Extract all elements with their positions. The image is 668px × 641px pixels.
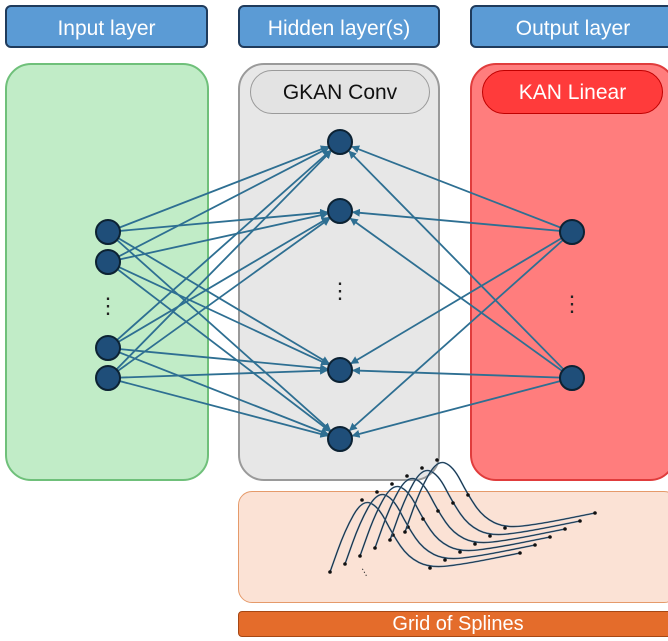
spline-knot bbox=[473, 542, 477, 546]
input-ellipsis: ⋮ bbox=[97, 293, 119, 318]
spline-curve-outline bbox=[404, 462, 596, 533]
edge-input-hidden bbox=[107, 208, 329, 233]
edge-input-hidden bbox=[107, 150, 332, 379]
hidden-node bbox=[327, 129, 353, 155]
edge-input-hidden bbox=[107, 366, 329, 379]
edge-input-hidden bbox=[107, 261, 330, 366]
output-node bbox=[559, 219, 585, 245]
grid-of-splines-label: Grid of Splines bbox=[238, 611, 668, 637]
hidden-layer-header: Hidden layer(s) bbox=[238, 5, 440, 48]
spline-curve-outline bbox=[389, 470, 581, 541]
hidden-node bbox=[327, 426, 353, 452]
spline-knot bbox=[390, 482, 394, 486]
edge-input-hidden bbox=[107, 377, 329, 438]
edge-input-hidden bbox=[107, 231, 332, 432]
spline-knot bbox=[358, 554, 362, 558]
gkan-conv-label: GKAN Conv bbox=[250, 70, 430, 114]
input-layer-header: Input layer bbox=[5, 5, 208, 48]
spline-curve-outline bbox=[329, 502, 521, 573]
edge-input-hidden bbox=[107, 347, 329, 436]
spline-knot bbox=[518, 551, 522, 555]
output-layer-header: Output layer bbox=[470, 5, 668, 48]
spline-knot bbox=[563, 527, 567, 531]
edge-output-hidden bbox=[351, 208, 573, 233]
spline-curves bbox=[328, 458, 597, 574]
spline-knot bbox=[360, 498, 364, 502]
spline-knot bbox=[503, 526, 507, 530]
spline-knot bbox=[343, 562, 347, 566]
spline-knot bbox=[548, 535, 552, 539]
output-ellipsis: ⋮ bbox=[561, 291, 583, 316]
edge-output-hidden bbox=[351, 366, 573, 379]
input-node bbox=[95, 249, 121, 275]
spline-knot bbox=[420, 466, 424, 470]
spline-knot bbox=[443, 558, 447, 562]
spline-knot bbox=[373, 546, 377, 550]
spline-knot bbox=[375, 490, 379, 494]
spline-grid-panel bbox=[238, 491, 668, 603]
spline-knot bbox=[421, 517, 425, 521]
spline-knot bbox=[428, 566, 432, 570]
input-node bbox=[95, 219, 121, 245]
spline-knot bbox=[436, 509, 440, 513]
edge-input-hidden bbox=[107, 145, 329, 233]
spline-ellipsis: ⋮ bbox=[358, 566, 372, 581]
edge-output-hidden bbox=[349, 217, 573, 379]
edge-output-hidden bbox=[351, 377, 573, 438]
spline-knot bbox=[466, 493, 470, 497]
edge-input-hidden bbox=[107, 147, 330, 263]
edges bbox=[107, 145, 573, 438]
spline-knot bbox=[435, 458, 439, 462]
spline-knot bbox=[405, 474, 409, 478]
hidden-ellipsis: ⋮ bbox=[329, 278, 351, 303]
kan-linear-label: KAN Linear bbox=[482, 70, 663, 114]
spline-curve bbox=[329, 501, 521, 573]
edge-input-hidden bbox=[107, 217, 331, 379]
spline-knot bbox=[328, 570, 332, 574]
input-node bbox=[95, 335, 121, 361]
spline-knot bbox=[451, 501, 455, 505]
edge-input-hidden bbox=[107, 347, 329, 373]
spline-knot bbox=[593, 511, 597, 515]
edge-input-hidden bbox=[107, 261, 331, 432]
hidden-node bbox=[327, 198, 353, 224]
input-node bbox=[95, 365, 121, 391]
spline-knot bbox=[403, 530, 407, 534]
spline-knot bbox=[533, 543, 537, 547]
spline-knot bbox=[388, 538, 392, 542]
edge-input-hidden bbox=[107, 211, 329, 263]
edge-input-hidden bbox=[107, 149, 332, 349]
edge-input-hidden bbox=[107, 216, 330, 349]
edge-output-hidden bbox=[348, 231, 573, 432]
output-node bbox=[559, 365, 585, 391]
spline-knot bbox=[488, 534, 492, 538]
nodes bbox=[95, 129, 585, 452]
spline-knot bbox=[578, 519, 582, 523]
edge-output-hidden bbox=[351, 145, 573, 233]
hidden-node bbox=[327, 357, 353, 383]
edge-output-hidden bbox=[348, 150, 573, 379]
spline-curve-outline bbox=[374, 478, 566, 549]
spline-knot bbox=[458, 550, 462, 554]
